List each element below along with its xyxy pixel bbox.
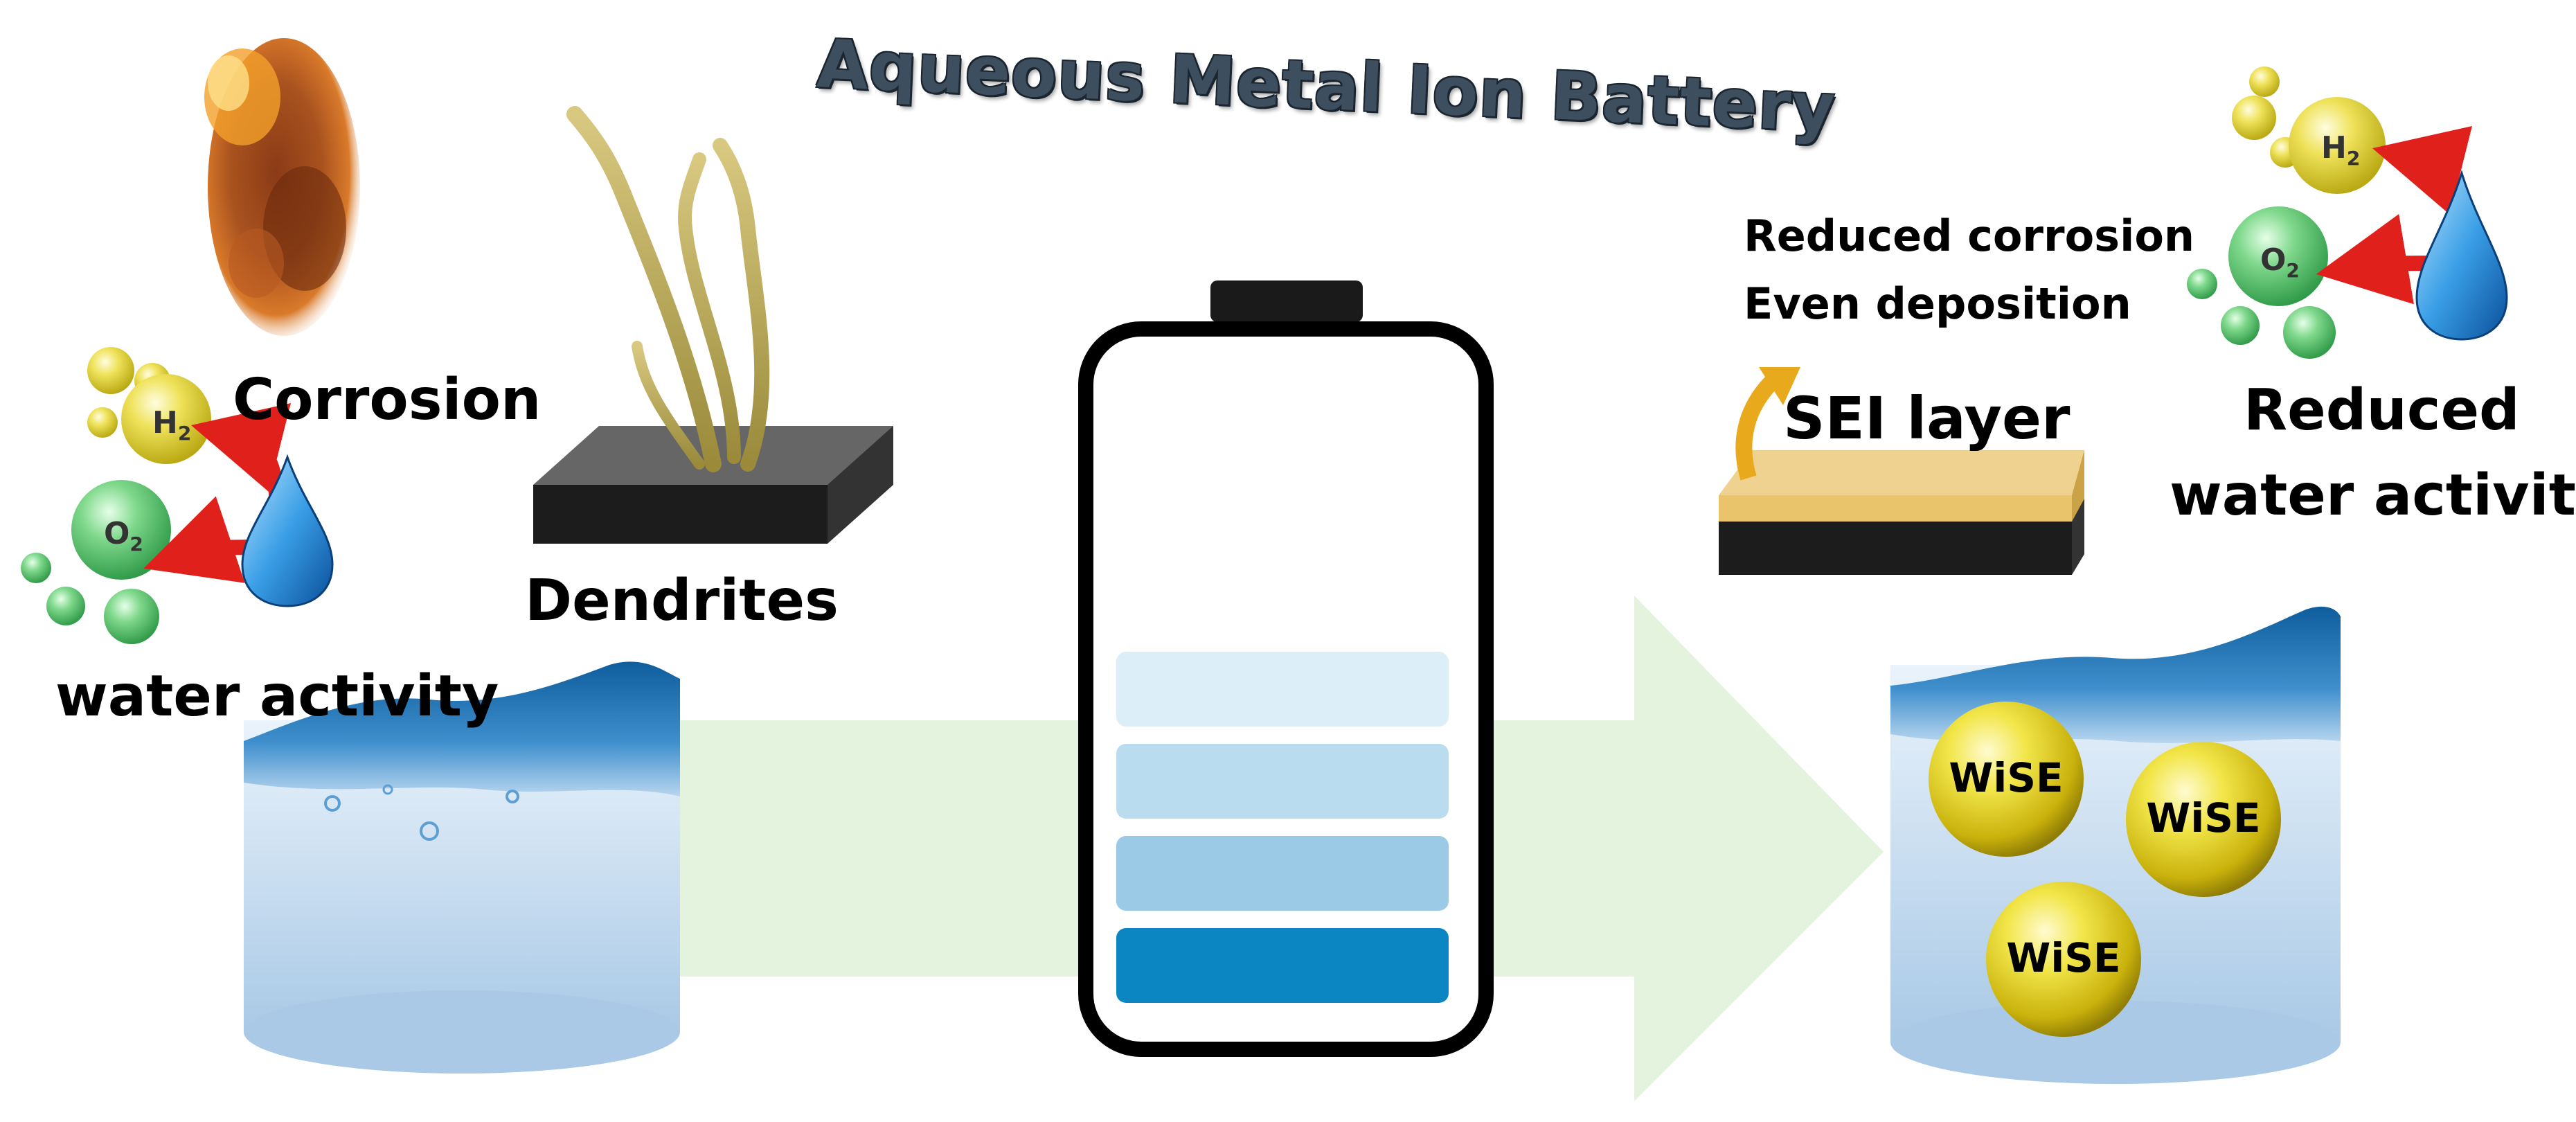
sei-layer-label: SEI layer (1783, 384, 2070, 452)
reduced-corrosion-label: Reduced corrosion (1744, 211, 2195, 261)
rust-image (204, 38, 360, 336)
wise-ball-3 (1986, 882, 2141, 1037)
reduced-water-activity-label: water activity (2170, 463, 2576, 528)
dendrites-label: Dendrites (525, 568, 839, 634)
sei-arrow (1735, 375, 1779, 481)
h2-sub-left: 2 (178, 422, 191, 445)
battery-level-1 (1116, 652, 1449, 727)
battery-level-2 (1116, 744, 1449, 819)
h2-label-right: H (2321, 130, 2347, 166)
wise-particles (1929, 702, 2281, 1037)
left-gas-bubbles (21, 347, 211, 644)
left-water-container (244, 661, 680, 1074)
wise-label-1: WiSE (1949, 754, 2063, 801)
left-water-drop (241, 454, 334, 607)
corrosion-label: Corrosion (233, 367, 542, 433)
h2-sub-right: 2 (2347, 147, 2360, 170)
o2-label-left: O (104, 516, 129, 551)
right-gas-bubbles (2187, 66, 2386, 359)
h2-label-left: H (152, 405, 178, 440)
svg-text:H2: H2 (2321, 130, 2360, 170)
even-deposition-label: Even deposition (1744, 278, 2131, 329)
wise-label-2: WiSE (2146, 794, 2260, 841)
wise-ball-2 (2126, 742, 2281, 897)
battery-level-3 (1116, 836, 1449, 911)
o2-sub-left: 2 (129, 533, 143, 555)
water-activity-label: water activity (55, 664, 499, 729)
svg-text:O2: O2 (2260, 242, 2300, 282)
sei-arrow-head (1759, 367, 1800, 405)
svg-text:H2: H2 (152, 405, 191, 445)
wise-ball-1 (1929, 702, 2084, 857)
reduced-label: Reduced (2244, 377, 2520, 443)
wise-label-3: WiSE (2006, 934, 2120, 981)
battery-level-4 (1116, 928, 1449, 1003)
o2-sub-right: 2 (2286, 259, 2299, 282)
battery-charge-levels (1116, 652, 1449, 1003)
right-water-drop (2415, 169, 2508, 341)
sei-layer-block (1719, 450, 2084, 575)
dendrites (566, 106, 770, 472)
o2-label-right: O (2260, 242, 2286, 278)
svg-text:O2: O2 (104, 516, 143, 555)
